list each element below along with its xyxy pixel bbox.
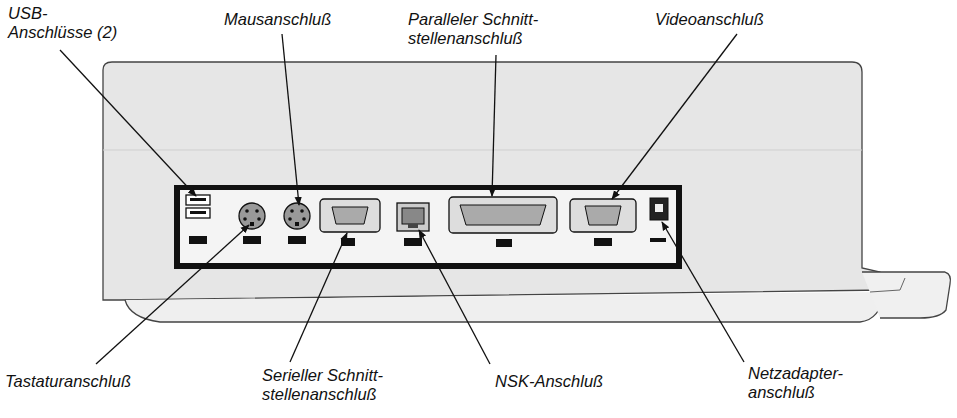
part-label: NSK-Anschluß (495, 372, 645, 391)
keyboard-port (239, 203, 265, 244)
leader-line (282, 34, 299, 205)
part-label: Netzadapter- anschluß (748, 364, 850, 402)
leader-line (60, 50, 196, 196)
part-label: USB- Anschlüsse (2) (8, 4, 126, 42)
leader-line (492, 55, 496, 196)
leader-lines (60, 34, 744, 364)
usb-ports (186, 195, 210, 244)
connector-panel (174, 185, 682, 269)
parallel-port (449, 197, 557, 247)
leader-line (612, 34, 737, 199)
leader-line (419, 230, 490, 364)
part-label: Serieller Schnitt- stellenanschluß (262, 366, 412, 404)
mouse-port (284, 203, 310, 244)
serial-port (320, 199, 380, 246)
leader-line (662, 222, 744, 362)
part-label: Tastaturanschluß (5, 372, 175, 391)
housing (103, 62, 950, 322)
video-port (570, 199, 636, 246)
leader-line (290, 233, 347, 362)
part-label: Mausanschluß (224, 10, 374, 29)
part-label: Videoanschluß (655, 10, 805, 29)
part-label: Paralleler Schnitt- stellenanschluß (408, 10, 558, 48)
power-port (650, 198, 668, 242)
leader-line (96, 225, 249, 364)
